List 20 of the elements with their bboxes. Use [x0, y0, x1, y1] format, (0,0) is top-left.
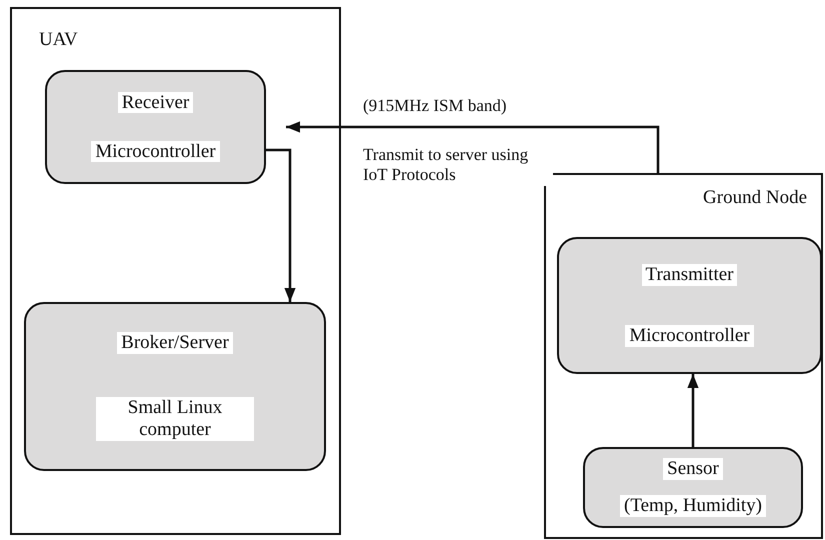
arrow [266, 148, 296, 302]
box-text: Small Linux computer [96, 397, 254, 442]
box-text: (Temp, Humidity) [620, 494, 766, 517]
box-text: Broker/Server [117, 332, 233, 354]
rounded-box [24, 302, 326, 471]
box-text: Transmitter [642, 264, 738, 286]
container-box [544, 173, 823, 539]
rounded-box [557, 237, 822, 374]
box-text: Sensor [663, 458, 723, 480]
box-text: Microcontroller [625, 324, 754, 347]
arrow [286, 121, 660, 173]
container-box [10, 7, 341, 535]
rounded-box [45, 70, 266, 184]
arrow [687, 374, 699, 447]
box-text: Microcontroller [91, 140, 220, 162]
rounded-box [583, 447, 803, 528]
edge-label: (915MHz ISM band) [363, 96, 507, 116]
group-title: UAV [39, 29, 78, 51]
group-title: Ground Node [703, 187, 807, 209]
box-text: Receiver [118, 92, 194, 114]
